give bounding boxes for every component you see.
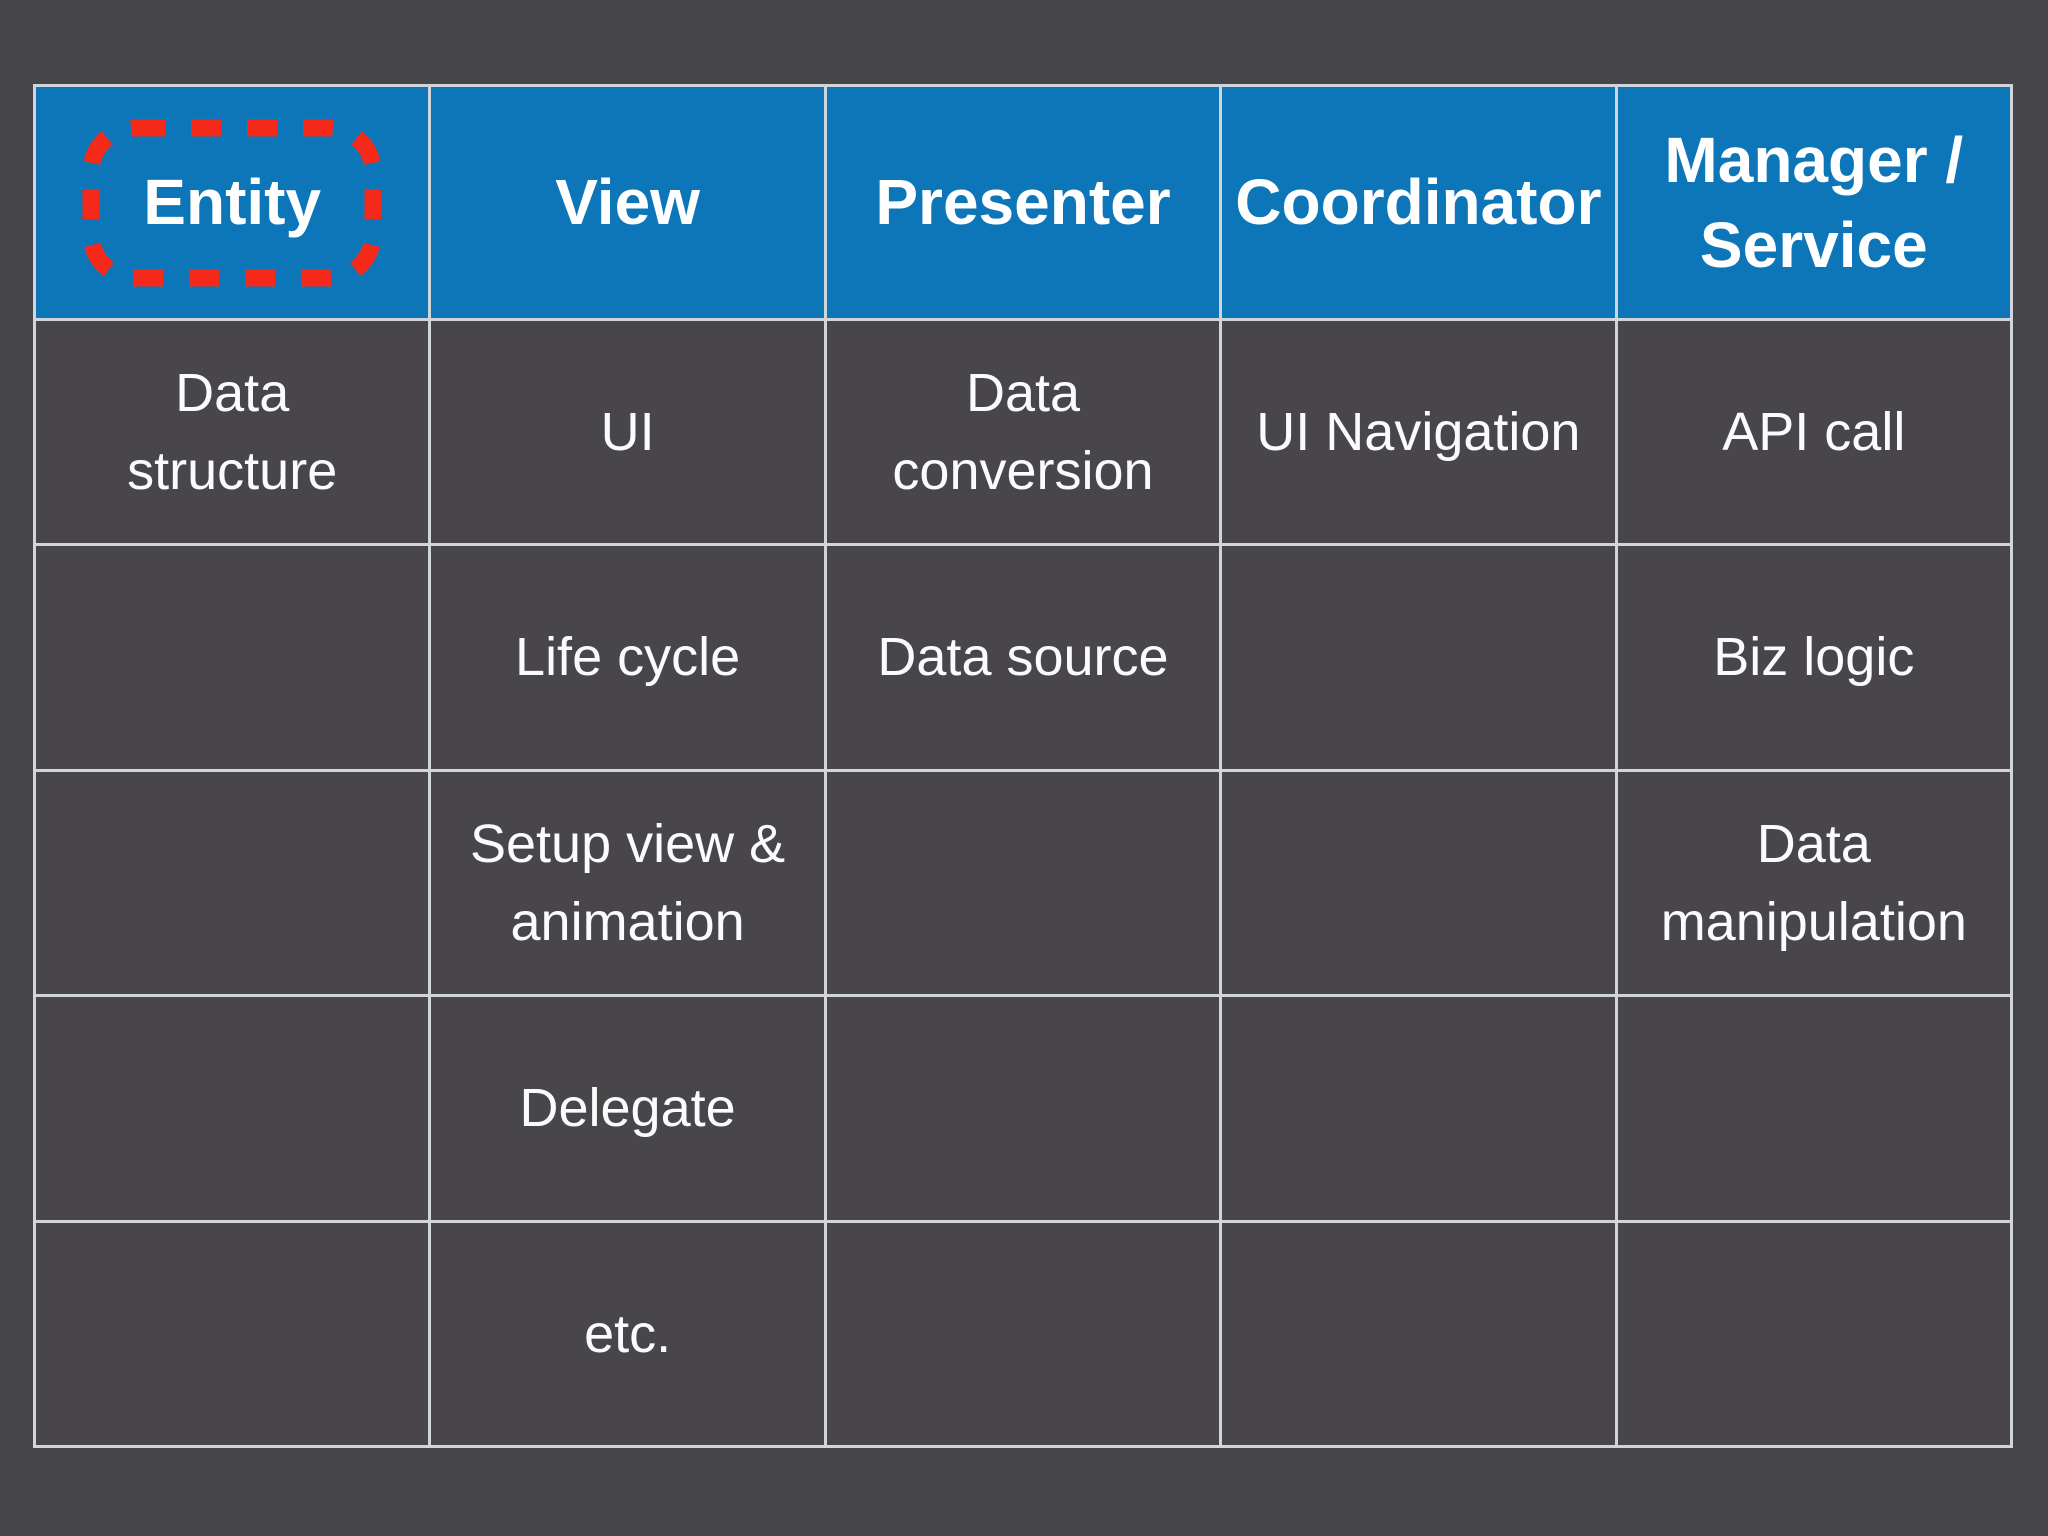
cell-text: Life cycle — [515, 627, 741, 688]
table-cell-r2-coordinator — [1222, 546, 1615, 769]
table-cell-r4-coordinator — [1222, 997, 1615, 1220]
header-label-view: View — [555, 166, 700, 239]
table-cell-r4-manager — [1617, 997, 2010, 1220]
table-cell-r1-presenter: Data conversion — [826, 321, 1220, 544]
cell-text: etc. — [584, 1303, 672, 1364]
header-label-presenter: Presenter — [875, 166, 1171, 239]
cell-text: Delegate — [519, 1078, 736, 1139]
cell-text: Data structure — [127, 362, 338, 502]
cell-text: UI — [600, 402, 655, 463]
table-cell-r1-entity: Data structure — [36, 321, 429, 544]
header-label-manager-service: Manager / Service — [1664, 124, 1964, 281]
table-cell-r3-view: Setup view & animation — [431, 771, 824, 995]
table-cell-r2-manager: Biz logic — [1617, 546, 2010, 769]
table-cell-r3-entity — [36, 771, 429, 995]
table-cell-r3-presenter — [826, 771, 1220, 995]
table-cell-r3-manager: Data manipulation — [1617, 771, 2010, 995]
header-cell-manager-service: Manager / Service — [1617, 87, 2010, 318]
table-cell-r2-view: Life cycle — [431, 546, 824, 769]
table-cell-r5-presenter — [826, 1222, 1220, 1445]
table-cell-r3-coordinator — [1222, 771, 1615, 995]
cell-text: API call — [1722, 402, 1906, 463]
table-cell-r5-view: etc. — [431, 1222, 824, 1445]
table-cell-r5-entity — [36, 1222, 429, 1445]
table-cell-r1-manager: API call — [1617, 321, 2010, 544]
table-cell-r4-entity — [36, 997, 429, 1220]
table-cell-r4-view: Delegate — [431, 997, 824, 1220]
table-cell-r1-view: UI — [431, 321, 824, 544]
architecture-table: Entity View Presenter Coordinator Manage… — [33, 84, 2013, 1448]
header-cell-entity: Entity — [36, 87, 429, 318]
header-label-entity: Entity — [143, 166, 322, 239]
header-label-coordinator: Coordinator — [1235, 166, 1602, 239]
cell-text: Data source — [877, 627, 1169, 688]
table-cell-r4-presenter — [826, 997, 1220, 1220]
table-cell-r5-coordinator — [1222, 1222, 1615, 1445]
header-cell-coordinator: Coordinator — [1222, 87, 1615, 318]
cell-text: Data manipulation — [1660, 813, 1967, 952]
cell-text: Biz logic — [1713, 627, 1915, 688]
cell-text: UI Navigation — [1256, 402, 1581, 463]
table-cell-r2-entity — [36, 546, 429, 769]
header-cell-presenter: Presenter — [826, 87, 1220, 318]
cell-text: Data conversion — [892, 362, 1154, 502]
cell-text: Setup view & animation — [470, 813, 786, 952]
header-cell-view: View — [431, 87, 824, 318]
table-cell-r5-manager — [1617, 1222, 2010, 1445]
table-cell-r1-coordinator: UI Navigation — [1222, 321, 1615, 544]
table-cell-r2-presenter: Data source — [826, 546, 1220, 769]
